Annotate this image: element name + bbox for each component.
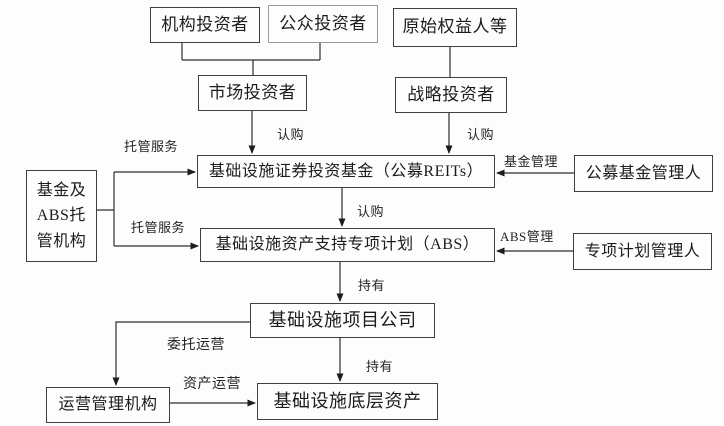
node-reits-fund: 基础设施证券投资基金（公募REITs） — [197, 155, 495, 188]
node-abs-plan: 基础设施资产支持专项计划（ABS） — [200, 228, 495, 262]
node-strategic-investors: 战略投资者 — [395, 77, 507, 113]
node-operation-manager: 运营管理机构 — [46, 387, 170, 423]
node-project-company: 基础设施项目公司 — [250, 303, 435, 338]
edge-project-to-operation — [112, 321, 250, 386]
node-market-investors: 市场投资者 — [198, 75, 307, 111]
edge-label-fund-management: 基金管理 — [504, 154, 559, 169]
node-public-fund-manager: 公募基金管理人 — [574, 155, 713, 192]
edge-label-abs-management: ABS管理 — [500, 229, 554, 244]
node-public-investors: 公众投资者 — [268, 5, 378, 43]
custodian-line-2: ABS托 — [36, 207, 86, 225]
node-underlying-assets: 基础设施底层资产 — [257, 383, 438, 420]
edge-label-subscribe-strategic: 认购 — [467, 127, 495, 142]
node-institutional-investors: 机构投资者 — [150, 7, 260, 43]
edge-label-subscribe-reits-to-abs: 认购 — [357, 204, 385, 219]
custodian-line-1: 基金及 — [36, 181, 87, 199]
edge-label-subscribe-market: 认购 — [277, 127, 305, 142]
node-special-plan-manager: 专项计划管理人 — [573, 233, 712, 270]
edge-label-entrusted-operation: 委托运营 — [167, 338, 225, 353]
node-fund-abs-custodian: 基金及 ABS托 管机构 — [26, 170, 97, 262]
edge-label-hold-project-to-assets: 持有 — [366, 359, 394, 374]
custodian-line-3: 管机构 — [36, 232, 87, 250]
edge-label-custody-service-top: 托管服务 — [124, 139, 179, 154]
edge-label-custody-service-bottom: 托管服务 — [131, 220, 186, 235]
edge-label-hold-abs-to-project: 持有 — [358, 278, 386, 293]
node-original-rights-holders: 原始权益人等 — [393, 8, 517, 47]
edge-label-asset-operation: 资产运营 — [183, 377, 241, 392]
